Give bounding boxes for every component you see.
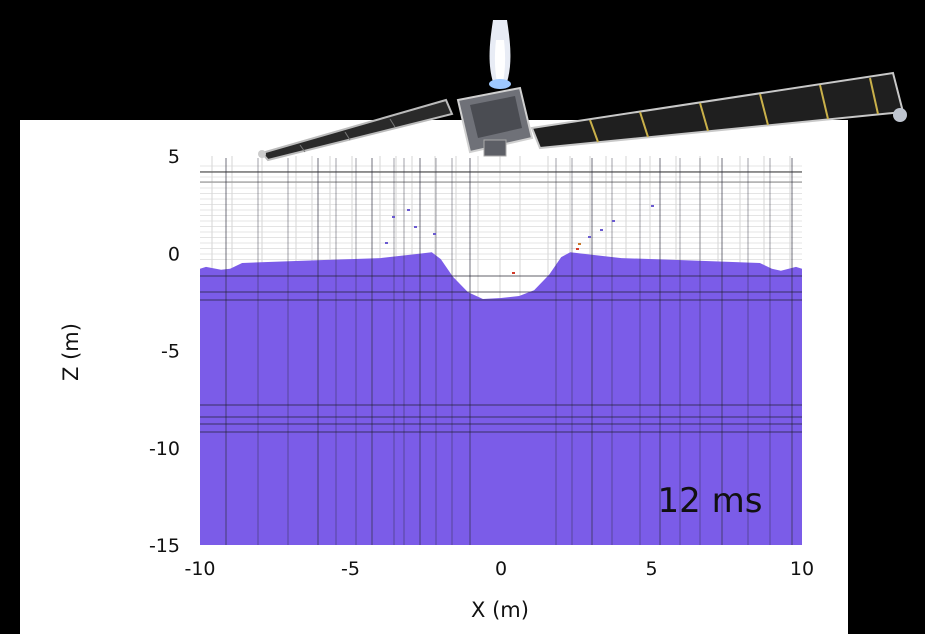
x-tick-label: 0 (495, 558, 507, 580)
x-axis-ticks: -10 -5 0 5 10 (184, 558, 814, 580)
y-axis-ticks: 5 0 -5 -10 -15 (149, 146, 180, 557)
debris-particle (433, 233, 436, 235)
y-tick-label: -5 (161, 341, 180, 363)
x-tick-label: -5 (341, 558, 360, 580)
left-solar-panel-icon (258, 98, 454, 162)
spacecraft-icon (258, 20, 907, 162)
y-tick-label: 0 (168, 243, 180, 265)
debris-particle (576, 248, 579, 250)
mesh-lines (200, 158, 802, 545)
right-solar-panel-icon (530, 71, 907, 150)
y-tick-label: 5 (168, 146, 180, 168)
material-area (200, 252, 802, 546)
x-tick-label: 10 (790, 558, 814, 580)
time-annotation: 12 ms (658, 481, 763, 521)
debris-particle (407, 209, 410, 211)
debris-particle (385, 242, 388, 244)
debris-particle (612, 220, 615, 222)
y-axis-label: Z (m) (59, 323, 83, 381)
x-tick-label: -10 (184, 558, 215, 580)
spacecraft-body-icon (456, 86, 534, 157)
debris-particle (651, 205, 654, 207)
debris-particle (414, 226, 417, 228)
x-tick-label: 5 (645, 558, 657, 580)
debris-particle (512, 272, 515, 274)
x-axis-label: X (m) (471, 598, 529, 622)
y-tick-label: -15 (149, 535, 180, 557)
debris-particle (600, 229, 603, 231)
ejecta-debris (385, 205, 654, 274)
thruster-plume-icon (489, 20, 511, 89)
y-tick-label: -10 (149, 438, 180, 460)
debris-particle (588, 236, 591, 238)
debris-particle (392, 216, 395, 218)
debris-particle (578, 243, 581, 245)
